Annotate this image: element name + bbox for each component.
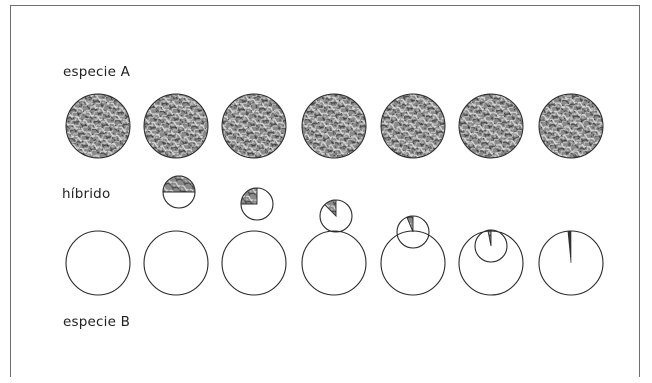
species-b-circle (66, 231, 130, 295)
species-a-label: especie A (63, 64, 130, 80)
hybrid-disc (397, 216, 429, 248)
hybrid-wedge (163, 176, 195, 192)
species-a-disc (144, 94, 208, 158)
hybrid-label: híbrido (62, 186, 110, 202)
species-b-circle (222, 231, 286, 295)
hybrid-disc (320, 200, 352, 232)
hybrid-wedge (241, 188, 257, 204)
hybrid-disc (241, 188, 273, 220)
species-a-disc (381, 94, 445, 158)
species-b-circle (302, 231, 366, 295)
species-a-disc (459, 94, 523, 158)
species-a-row (66, 94, 603, 158)
species-a-disc (222, 94, 286, 158)
species-a-disc (539, 94, 603, 158)
hybrid-disc (475, 230, 507, 262)
species-b-row (66, 231, 603, 295)
hybrid-wedge (568, 231, 571, 263)
hybrid-disc (163, 176, 195, 208)
species-b-circle (144, 231, 208, 295)
species-a-disc (302, 94, 366, 158)
species-b-label: especie B (63, 314, 130, 330)
hybrid-disc (568, 231, 571, 263)
species-a-disc (66, 94, 130, 158)
